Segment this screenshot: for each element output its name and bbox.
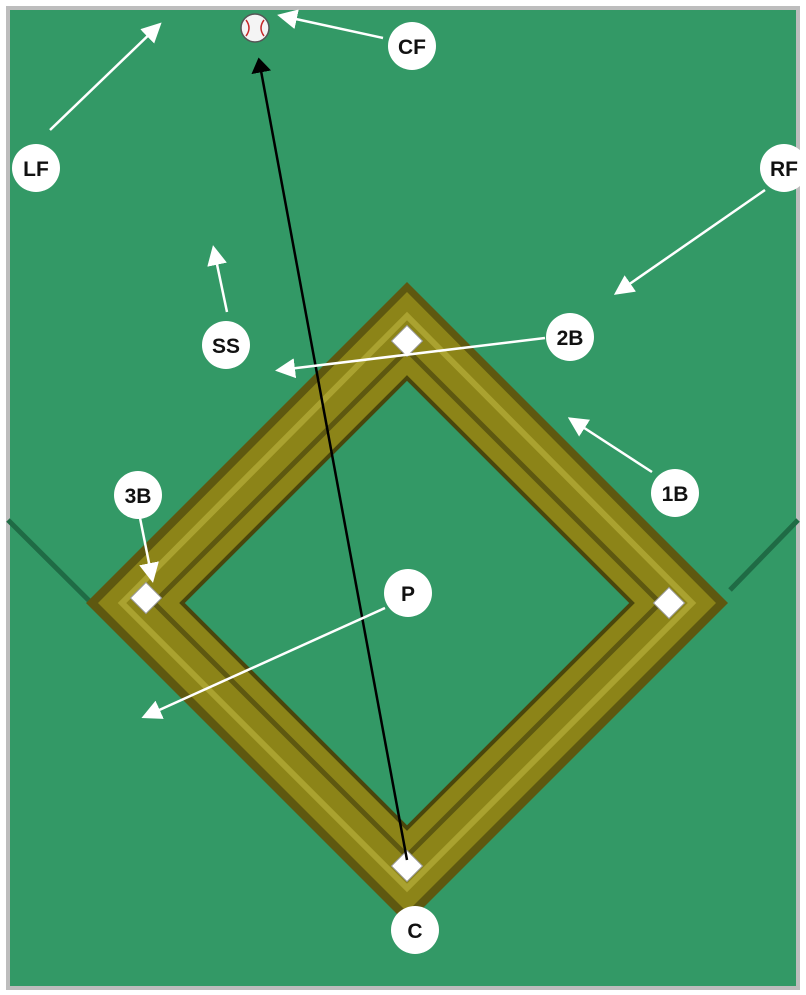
- position-marker-p: P: [384, 569, 432, 617]
- position-label-ss: SS: [212, 335, 240, 358]
- position-label-1b: 1B: [662, 483, 689, 506]
- position-marker-cf: CF: [388, 22, 436, 70]
- position-label-rf: RF: [770, 158, 798, 181]
- position-marker-lf: LF: [12, 144, 60, 192]
- position-marker-ss: SS: [202, 321, 250, 369]
- position-marker-3b: 3B: [114, 471, 162, 519]
- baseball-icon: [241, 14, 269, 42]
- position-marker-c: C: [391, 906, 439, 954]
- position-marker-rf: RF: [760, 144, 806, 192]
- position-label-lf: LF: [23, 158, 49, 181]
- position-label-cf: CF: [398, 36, 426, 59]
- position-label-2b: 2B: [557, 327, 584, 350]
- position-marker-2b: 2B: [546, 313, 594, 361]
- position-label-3b: 3B: [125, 485, 152, 508]
- position-label-p: P: [401, 583, 415, 606]
- position-label-c: C: [407, 920, 422, 943]
- position-marker-1b: 1B: [651, 469, 699, 517]
